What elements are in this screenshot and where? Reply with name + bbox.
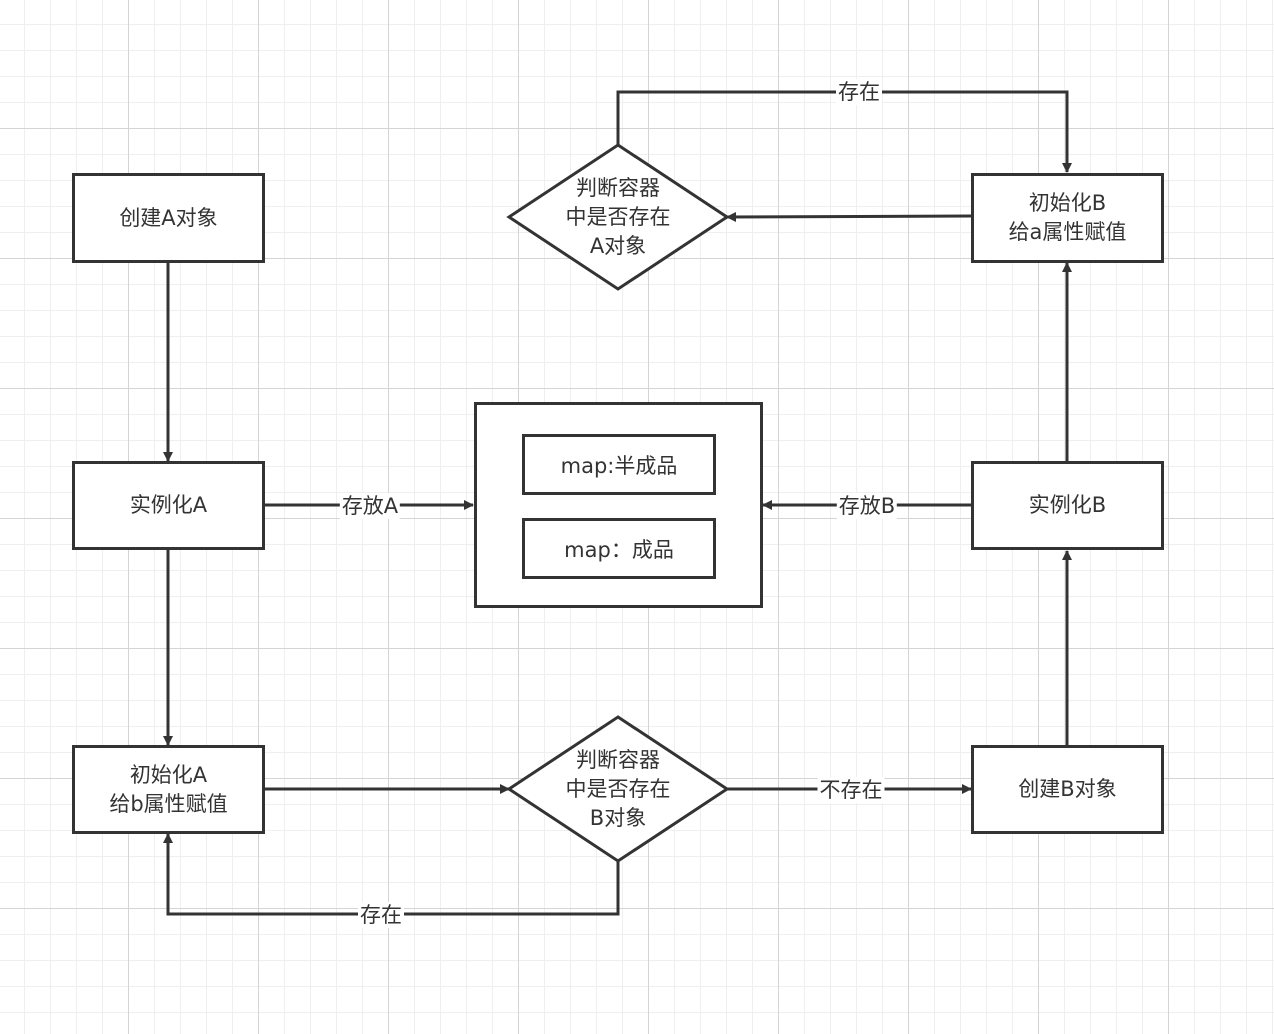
decision-check-b-shape bbox=[506, 715, 730, 863]
half-finished-map-label: map:半成品 bbox=[560, 453, 678, 478]
node-init-b[interactable]: 初始化B 给a属性赋值 bbox=[971, 173, 1164, 263]
half-finished-map[interactable]: map:半成品 bbox=[522, 434, 716, 495]
node-instantiate-b[interactable]: 实例化B bbox=[971, 461, 1164, 550]
decision-check-b-line-2: 中是否存在 bbox=[565, 777, 671, 801]
node-create-a[interactable]: 创建A对象 bbox=[72, 173, 265, 263]
decision-check-a-line-3: A对象 bbox=[589, 234, 647, 258]
node-create-a-label: 创建A对象 bbox=[119, 205, 218, 230]
decision-check-b[interactable]: 判断容器 中是否存在 B对象 bbox=[528, 746, 708, 833]
decision-check-a-shape bbox=[506, 143, 730, 291]
edge-label-store-a: 存放A bbox=[339, 493, 401, 519]
edge-label-exists-top: 存在 bbox=[836, 79, 882, 105]
node-create-b-label: 创建B对象 bbox=[1018, 777, 1117, 801]
finished-map-label: map：成品 bbox=[564, 537, 674, 562]
node-init-a-line-1: 初始化A bbox=[129, 762, 208, 787]
decision-check-a[interactable]: 判断容器 中是否存在 A对象 bbox=[528, 174, 708, 261]
node-instantiate-b-label: 实例化B bbox=[1028, 493, 1107, 517]
decision-check-a-line-1: 判断容器 bbox=[576, 176, 660, 200]
edge-label-store-b: 存放B bbox=[836, 493, 898, 519]
edge-label-exists-bottom: 存在 bbox=[358, 902, 404, 928]
decision-check-b-line-3: B对象 bbox=[589, 806, 647, 830]
node-init-b-line-2: 给a属性赋值 bbox=[1008, 220, 1127, 244]
node-init-a[interactable]: 初始化A 给b属性赋值 bbox=[72, 745, 265, 834]
decision-check-a-line-2: 中是否存在 bbox=[565, 205, 671, 229]
node-create-b[interactable]: 创建B对象 bbox=[971, 745, 1164, 834]
node-init-a-line-2: 给b属性赋值 bbox=[109, 791, 228, 816]
node-init-b-line-1: 初始化B bbox=[1028, 191, 1107, 215]
edge-label-not-exists: 不存在 bbox=[817, 777, 885, 803]
container-node[interactable]: map:半成品 map：成品 bbox=[474, 402, 763, 608]
edge-init-b-to-check-a bbox=[726, 211, 972, 222]
finished-map[interactable]: map：成品 bbox=[522, 518, 716, 579]
node-instantiate-a-label: 实例化A bbox=[129, 493, 208, 517]
node-instantiate-a[interactable]: 实例化A bbox=[72, 461, 265, 550]
decision-check-b-line-1: 判断容器 bbox=[576, 748, 660, 772]
